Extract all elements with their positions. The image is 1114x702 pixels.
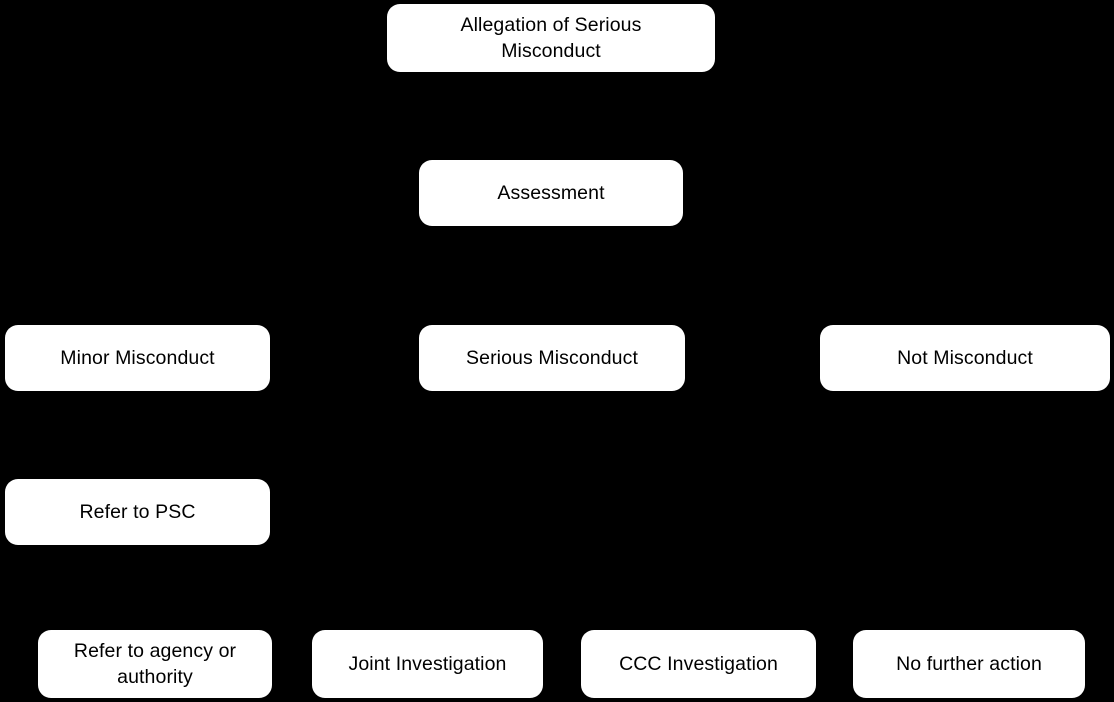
flowchart-node-joint-investigation[interactable]: Joint Investigation bbox=[312, 630, 543, 698]
node-label: Refer to agency or authority bbox=[73, 639, 237, 688]
node-label: Assessment bbox=[497, 181, 605, 204]
node-label: No further action bbox=[896, 652, 1042, 675]
flowchart-node-assessment[interactable]: Assessment bbox=[419, 160, 683, 226]
node-label: Refer to PSC bbox=[79, 500, 196, 523]
flowchart-node-refer-to-agency-or-authority[interactable]: Refer to agency or authority bbox=[38, 630, 272, 698]
flowchart-node-not-misconduct[interactable]: Not Misconduct bbox=[820, 325, 1110, 391]
flowchart-node-minor-misconduct[interactable]: Minor Misconduct bbox=[5, 325, 270, 391]
flowchart-node-refer-to-psc[interactable]: Refer to PSC bbox=[5, 479, 270, 545]
node-label: Allegation of Serious Misconduct bbox=[460, 13, 642, 62]
node-label: Serious Misconduct bbox=[466, 346, 638, 369]
node-label: Joint Investigation bbox=[348, 652, 507, 675]
flowchart-node-allegation-of-serious-misconduct[interactable]: Allegation of Serious Misconduct bbox=[387, 4, 715, 72]
node-label: CCC Investigation bbox=[619, 652, 778, 675]
flowchart-node-ccc-investigation[interactable]: CCC Investigation bbox=[581, 630, 816, 698]
node-label: Not Misconduct bbox=[897, 346, 1033, 369]
node-label: Minor Misconduct bbox=[60, 346, 215, 369]
flowchart-node-serious-misconduct[interactable]: Serious Misconduct bbox=[419, 325, 685, 391]
flowchart-node-no-further-action[interactable]: No further action bbox=[853, 630, 1085, 698]
